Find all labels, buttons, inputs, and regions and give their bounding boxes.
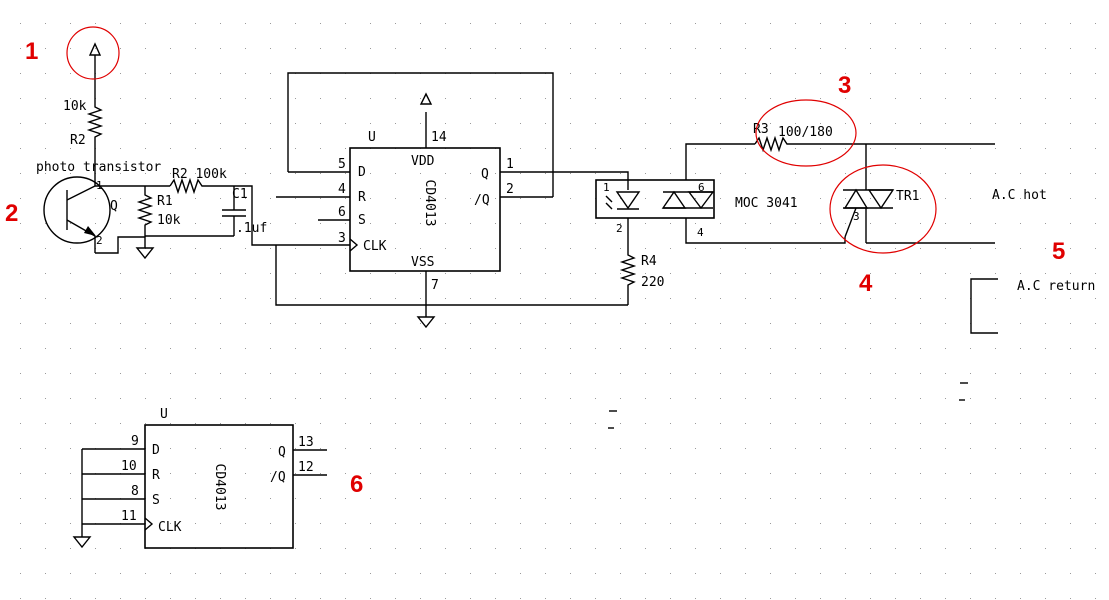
moc3041-body [595, 179, 715, 219]
u2-pin-r-num: 10 [121, 459, 137, 474]
opto-pin6-wire [685, 143, 755, 180]
u2-pin-s-num: 8 [131, 484, 139, 499]
supply-arrow-1 [88, 42, 102, 100]
resistor-r3 [754, 135, 995, 153]
r2-value-label: 10k [63, 99, 87, 114]
u1-pin-qn-num: 2 [506, 182, 514, 197]
annotation-2: 2 [5, 200, 18, 227]
resistor-r4 [619, 218, 637, 305]
opto-led-symbol [605, 171, 641, 210]
opto-triac-symbol [661, 190, 715, 210]
phototransistor-symbol [43, 160, 111, 253]
triac-tr1-symbol [843, 144, 995, 244]
triac-pin-label: 3 [853, 210, 860, 223]
annotation-1: 1 [25, 38, 38, 65]
u2-pin-q-name: Q [278, 445, 286, 460]
opto-pin2: 2 [616, 222, 623, 235]
u1-pin-vdd-num: 14 [431, 130, 447, 145]
u2-ref-label: U [160, 407, 168, 422]
opto-pin6: 6 [698, 181, 705, 194]
ac-return-bracket [970, 278, 998, 334]
u2-chip-name: CD4013 [212, 464, 227, 511]
c1-to-clk-wire [234, 185, 276, 246]
r4-value-label: 220 [641, 275, 664, 290]
phototransistor-label: photo transistor [36, 160, 161, 175]
opto-name-label: MOC 3041 [735, 196, 798, 211]
u2-pin-r-name: R [152, 468, 160, 483]
r3-ref-label: R3 [753, 122, 769, 137]
u1-pin-clk-name: CLK [363, 239, 387, 254]
u1-pin-s-name: S [358, 213, 366, 228]
ac-return-label: A.C return [1017, 279, 1095, 294]
u1-ref-label: U [368, 130, 376, 145]
emitter-ground-wire [95, 236, 146, 254]
u1-vss-label: VSS [411, 255, 434, 270]
ground-symbol-u2 [72, 536, 92, 549]
u1-pin-d-num: 5 [338, 157, 346, 172]
grid-dots [20, 23, 1096, 599]
ac-hot-label: A.C hot [992, 188, 1047, 203]
u1-pin-vss-num: 7 [431, 278, 439, 293]
reset-wire [275, 245, 628, 306]
triac-ref-label: TR1 [896, 189, 919, 204]
ground-symbol-1 [135, 247, 155, 260]
q-ref-label: Q [110, 199, 118, 214]
capacitor-c1 [222, 186, 246, 236]
resistor-r2-series [169, 177, 234, 195]
resistor-r2-top [86, 100, 104, 160]
u1-pin-q-num: 1 [506, 157, 514, 172]
annotation-3: 3 [838, 72, 851, 99]
annotation-circles [66, 26, 937, 254]
u1-pin-r-name: R [358, 190, 366, 205]
vdd-arrow [419, 92, 433, 105]
annotation-6: 6 [350, 471, 363, 498]
opto-pin4-wire [685, 218, 846, 244]
feedback-wire [287, 72, 554, 197]
u2-pin-s-name: S [152, 493, 160, 508]
u2-pin-qn-name: /Q [270, 470, 286, 485]
r1-value-label: 10k [157, 213, 181, 228]
annotation-4: 4 [859, 270, 873, 297]
r1-ref-label: R1 [157, 194, 173, 209]
cd4013-u1-body [349, 147, 501, 272]
u1-chip-name: CD4013 [422, 180, 437, 227]
u1-pin-q-name: Q [481, 167, 489, 182]
opto-pin4: 4 [697, 226, 704, 239]
u1-pin-qn-name: /Q [474, 193, 490, 208]
u2-pin-clk-name: CLK [158, 520, 182, 535]
cd4013-u2-body [144, 424, 294, 549]
pin-emitter-label: 2 [96, 234, 103, 247]
u2-pin-qn-num: 12 [298, 460, 314, 475]
resistor-r1 [136, 186, 154, 237]
u1-pin-d-name: D [358, 165, 366, 180]
u1-pin-r-num: 4 [338, 182, 346, 197]
r2b-label: R2 100k [172, 167, 227, 182]
r2-ref-label: R2 [70, 133, 86, 148]
u2-pin-d-name: D [152, 443, 160, 458]
u1-pin-clk-num: 3 [338, 231, 346, 246]
u1-pin-s-num: 6 [338, 205, 346, 220]
u2-pin-clk-num: 11 [121, 509, 137, 524]
r3-value-label: 100/180 [778, 125, 833, 140]
annotation-5: 5 [1052, 238, 1065, 265]
u2-pin-q-num: 13 [298, 435, 314, 450]
u1-vdd-label: VDD [411, 154, 435, 169]
ground-symbol-u1 [416, 316, 436, 329]
r4-ref-label: R4 [641, 254, 657, 269]
c1-ref-label: C1 [232, 187, 248, 202]
opto-pin1: 1 [603, 181, 610, 194]
u2-pin-d-num: 9 [131, 434, 139, 449]
